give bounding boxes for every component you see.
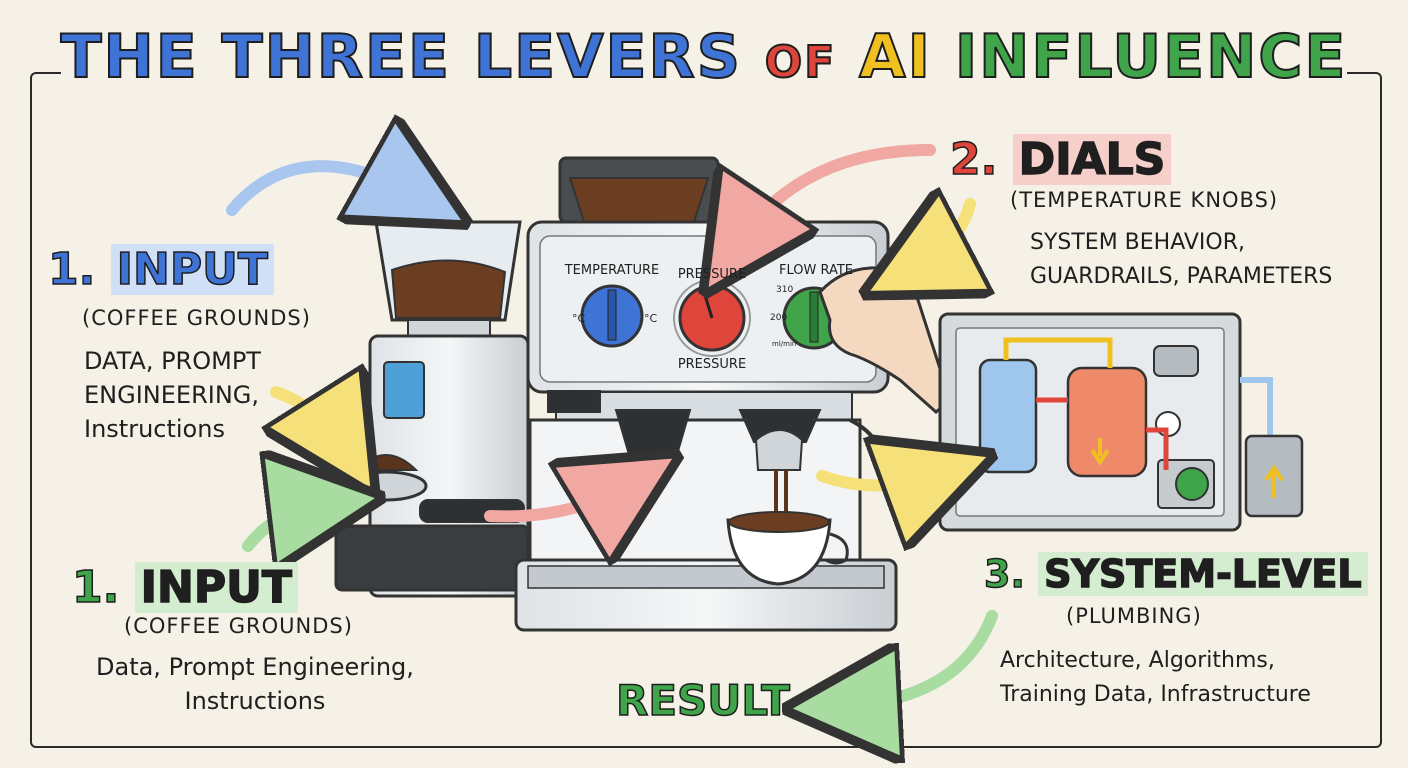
arrow-dials-to-flow-knob	[914, 204, 970, 268]
system-sub: (PLUMBING)	[1066, 604, 1202, 628]
arrow-input-bottom-to-portafilter	[242, 504, 326, 546]
title-influence: INFLUENCE	[954, 21, 1348, 93]
plumbing-unit	[938, 312, 1304, 532]
arrow-system-to-result	[842, 610, 998, 706]
espresso-machine	[514, 156, 898, 632]
dials-heading: 2. DIALS	[949, 133, 1172, 186]
arrow-machine-to-plumbing	[816, 474, 940, 486]
result-label: RESULT	[615, 675, 790, 726]
input-bottom-heading: 1. INPUT	[71, 561, 298, 614]
label-flow-tick-3: ml/min	[772, 340, 796, 348]
coffee-grinder	[334, 220, 530, 598]
page-title: THE THREE LEVERS OF AI INFLUENCE	[0, 21, 1408, 93]
input-top-body: DATA, PROMPT ENGINEERING, Instructions	[84, 347, 261, 443]
input-bottom-sub: (COFFEE GROUNDS)	[124, 614, 353, 638]
label-temp-left-unit: °C	[572, 312, 586, 325]
label-temp-right-unit: °C	[644, 312, 658, 325]
label-flow-rate: FLOW RATE	[779, 263, 853, 278]
label-flow-tick-1: 310	[776, 285, 793, 295]
label-flow-tick-2: 200	[770, 313, 787, 323]
input-top-heading: 1. INPUT	[47, 243, 274, 296]
temperature-knob	[580, 284, 644, 348]
arrow-input-top-to-grinder	[226, 166, 418, 210]
arrow-portafilter-to-machine	[484, 484, 630, 516]
system-body: Architecture, Algorithms, Training Data,…	[1000, 648, 1311, 707]
input-bottom-body: Data, Prompt Engineering, Instructions	[96, 653, 414, 715]
dials-body: SYSTEM BEHAVIOR, GUARDRAILS, PARAMETERS	[1030, 230, 1333, 289]
arrow-dials-to-knob	[736, 144, 936, 246]
dials-sub: (TEMPERATURE KNOBS)	[1010, 188, 1279, 212]
system-heading: 3. SYSTEM-LEVEL	[983, 551, 1368, 597]
title-the-three-levers: THE THREE LEVERS	[60, 21, 742, 93]
title-ai: AI	[858, 21, 932, 93]
title-of: OF	[764, 36, 837, 89]
arrow-input-text-to-portafilter	[276, 392, 344, 446]
label-pressure: PRESSURE	[678, 267, 746, 282]
label-temperature: TEMPERATURE	[564, 263, 660, 278]
input-top-sub: (COFFEE GROUNDS)	[82, 306, 311, 330]
pressure-knob	[673, 279, 751, 357]
label-pressure-bottom: PRESSURE	[678, 357, 746, 372]
